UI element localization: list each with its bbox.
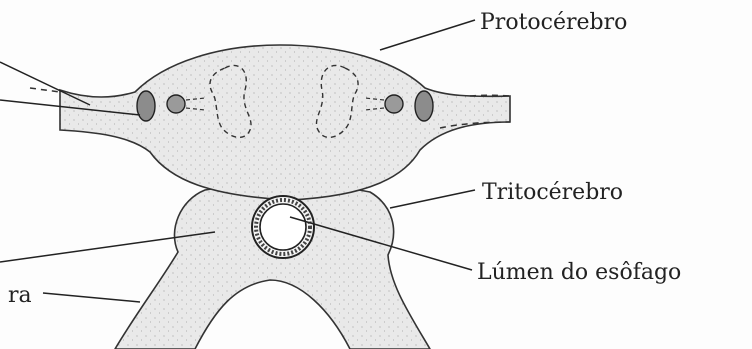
leader-protocerebro <box>380 20 475 50</box>
leader-ra <box>43 293 140 302</box>
label-ra: ra <box>8 283 32 308</box>
protocerebro-body <box>60 45 510 200</box>
label-tritocerebro: Tritocérebro <box>482 180 623 205</box>
left-ocellus <box>167 95 185 113</box>
label-lumen: Lúmen do esôfago <box>477 260 681 285</box>
leader-tritocerebro <box>390 190 475 208</box>
leader-left-upper <box>0 62 90 105</box>
esophagus-lumen <box>260 204 306 250</box>
right-ocellus <box>385 95 403 113</box>
label-protocerebro: Protocérebro <box>480 10 627 35</box>
left-optic-lobe <box>137 91 155 121</box>
right-optic-lobe <box>415 91 433 121</box>
